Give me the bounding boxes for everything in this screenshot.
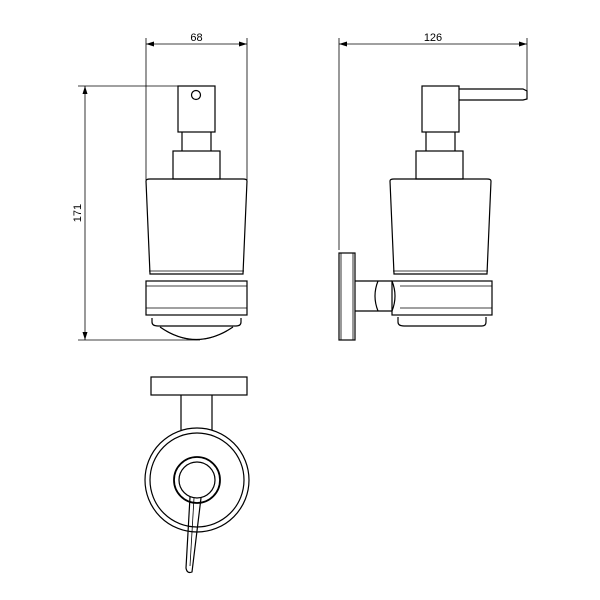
front-holder-ring — [145, 280, 248, 341]
side-holder-ring — [391, 280, 493, 327]
front-view: 68 171 — [72, 32, 248, 341]
side-glass-body — [389, 178, 492, 275]
side-width-label: 126 — [424, 32, 442, 44]
top-view — [144, 376, 250, 574]
top-arm — [180, 395, 213, 430]
front-glass-body — [145, 178, 248, 275]
front-width-dimension: 68 — [145, 32, 248, 180]
top-spout — [185, 496, 202, 574]
side-pump-head — [415, 85, 528, 180]
front-width-label: 68 — [190, 32, 202, 44]
side-wall-arm — [355, 280, 396, 312]
height-label: 171 — [72, 204, 84, 222]
nozzle-hole — [190, 89, 202, 101]
side-wall-plate — [338, 252, 356, 341]
top-wall-plate — [150, 376, 248, 396]
side-width-dimension: 126 — [338, 32, 528, 250]
front-pump-head — [172, 85, 221, 180]
side-view: 126 — [338, 32, 528, 341]
height-dimension: 171 — [72, 85, 200, 341]
top-holder-ring — [144, 427, 250, 533]
